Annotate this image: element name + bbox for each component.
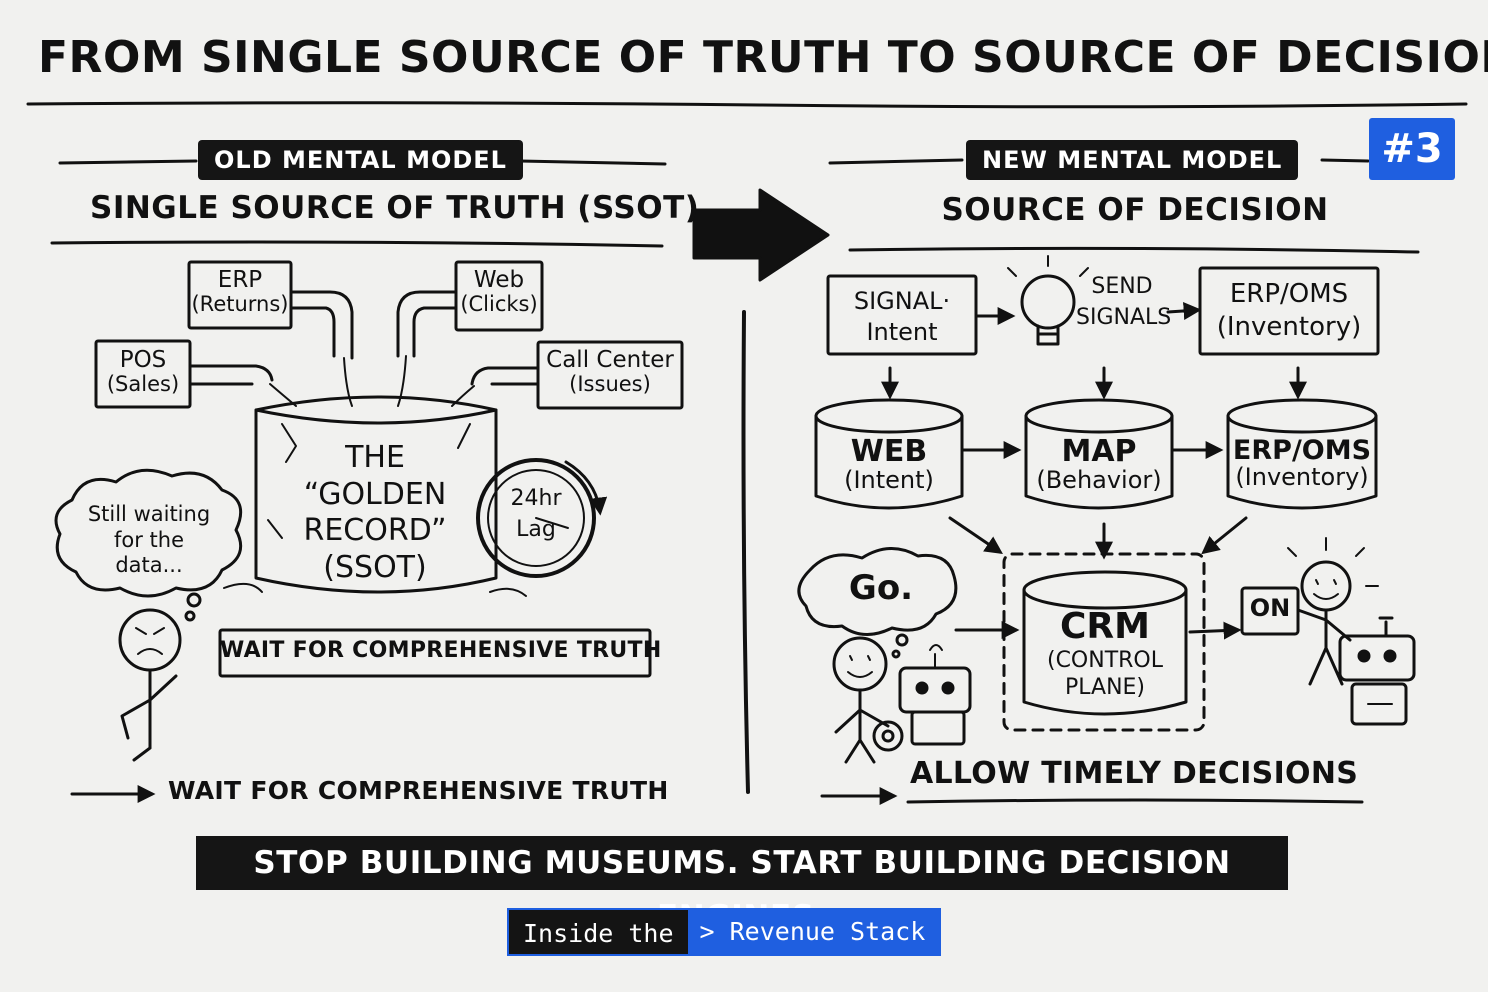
robot-right: [1338, 616, 1416, 726]
golden-record-text: THE “GOLDEN RECORD” (SSOT): [290, 440, 460, 586]
erp-oms-cylinder-label: ERP/OMS (Inventory): [1228, 436, 1376, 491]
erp-oms-top-box: [1198, 266, 1380, 356]
send-signals-label: SEND SIGNALS: [1076, 272, 1172, 334]
tank-line-3: RECORD”: [303, 513, 447, 549]
lag-clock: [476, 458, 596, 578]
web-sub: (Clicks): [460, 291, 538, 316]
tank-line-1: THE: [345, 440, 405, 475]
robot-left: [898, 644, 972, 746]
right-bottom-caption: ALLOW TIMELY DECISIONS: [910, 756, 1359, 791]
erp-source-label: ERP (Returns): [189, 268, 291, 316]
callcenter-source-label: Call Center (Issues): [538, 348, 682, 396]
crm-sub-2: PLANE): [1064, 675, 1146, 701]
pipe-erp: [289, 290, 354, 360]
pos-box: [94, 339, 192, 409]
left-subtitle-rule: [50, 240, 664, 248]
title-underline: [26, 101, 1468, 109]
footer-part-1: Inside the: [507, 908, 690, 956]
transition-arrow: [692, 188, 830, 282]
wait-box: [218, 628, 652, 678]
erp-top-name: ERP/OMS: [1229, 279, 1349, 309]
go-text: Go.: [848, 568, 914, 608]
control-plane-frame: [1002, 552, 1206, 732]
center-divider: [741, 310, 750, 794]
clock-line-2: Lag: [516, 516, 556, 542]
pipe-web: [396, 290, 458, 358]
web-name: Web: [473, 267, 525, 293]
callcenter-name: Call Center: [546, 347, 674, 373]
pos-source-label: POS (Sales): [96, 348, 190, 396]
clock-line-1: 24hr: [510, 486, 562, 511]
new-model-pill: NEW MENTAL MODEL: [966, 140, 1299, 180]
web-cylinder: [814, 398, 964, 510]
new-model-subtitle: SOURCE OF DECISION: [941, 192, 1329, 228]
signal-name: SIGNAL·: [853, 287, 951, 315]
frustrated-stick-figure: [118, 608, 182, 762]
erp-cyl-name: ERP/OMS: [1232, 435, 1372, 466]
right-subtitle-rule: [848, 246, 1420, 254]
on-text: ON: [1249, 594, 1291, 622]
signal-box-label: SIGNAL· Intent: [828, 286, 976, 348]
send-line-2: SIGNALS: [1076, 304, 1172, 330]
pos-sub: (Sales): [106, 371, 180, 396]
tank-line-4: (SSOT): [323, 549, 427, 585]
brand-footer: Inside the > Revenue Stack: [507, 908, 942, 956]
waiting-thought-cloud: [54, 468, 243, 598]
map-cyl-sub: (Behavior): [1036, 466, 1162, 495]
erp-oms-cylinder: [1226, 398, 1378, 510]
pipe-pos: [188, 364, 274, 386]
erp-cyl-sub: (Inventory): [1235, 463, 1369, 492]
pipe-call: [470, 366, 540, 386]
erp-box: [187, 260, 293, 330]
tank-line-2: “GOLDEN: [303, 476, 447, 512]
web-cylinder-label: WEB (Intent): [816, 434, 962, 495]
crm-label: CRM (CONTROL PLANE): [1024, 606, 1186, 702]
thought-line-2: for the: [113, 527, 184, 552]
thought-line-3: data...: [115, 553, 183, 578]
crm-cylinder: [1022, 570, 1188, 716]
page-title: FROM SINGLE SOURCE OF TRUTH TO SOURCE OF…: [38, 32, 1488, 83]
map-cylinder: [1024, 398, 1174, 510]
go-thought-cloud: [797, 547, 958, 636]
golden-record-tank: [254, 395, 498, 594]
happy-stick-figure: [832, 636, 890, 764]
lightbulb-icon: [1001, 255, 1089, 346]
water-streams: [269, 355, 475, 407]
celebrating-stick-figure: [1287, 537, 1379, 686]
wait-box-caption: WAIT FOR COMPREHENSIVE TRUTH: [220, 638, 662, 663]
old-model-pill: OLD MENTAL MODEL: [198, 140, 523, 180]
thought-line-1: Still waiting: [87, 502, 211, 526]
web-source-label: Web (Clicks): [456, 268, 542, 316]
send-line-1: SEND: [1091, 274, 1153, 299]
right-pill-rule: [828, 158, 1370, 165]
signal-sub: Intent: [866, 318, 938, 347]
erp-sub: (Returns): [191, 291, 289, 316]
takeaway-banner: STOP BUILDING MUSEUMS. START BUILDING DE…: [196, 836, 1288, 935]
crm-name: CRM: [1060, 606, 1150, 647]
left-pill-rule: [58, 159, 667, 166]
footer-part-2: > Revenue Stack: [689, 908, 942, 956]
map-cylinder-label: MAP (Behavior): [1026, 434, 1172, 495]
web-box: [454, 260, 544, 332]
crm-sub-1: (CONTROL: [1046, 647, 1163, 673]
clock-text: 24hr Lag: [496, 484, 576, 546]
erp-name: ERP: [217, 267, 263, 293]
erp-oms-top-label: ERP/OMS (Inventory): [1200, 278, 1378, 345]
gear-icon: [872, 720, 904, 752]
web-cyl-sub: (Intent): [844, 466, 934, 495]
callcenter-box: [536, 340, 684, 410]
erp-top-sub: (Inventory): [1216, 312, 1362, 343]
waiting-thought-text: Still waiting for the data...: [66, 502, 232, 579]
map-cyl-name: MAP: [1061, 434, 1137, 469]
old-model-subtitle: SINGLE SOURCE OF TRUTH (SSOT): [90, 190, 700, 226]
left-bottom-caption: WAIT FOR COMPREHENSIVE TRUTH: [168, 776, 669, 805]
web-cyl-name: WEB: [850, 434, 928, 469]
episode-badge: #3: [1369, 118, 1455, 180]
pos-name: POS: [119, 347, 167, 373]
callcenter-sub: (Issues): [569, 371, 651, 396]
